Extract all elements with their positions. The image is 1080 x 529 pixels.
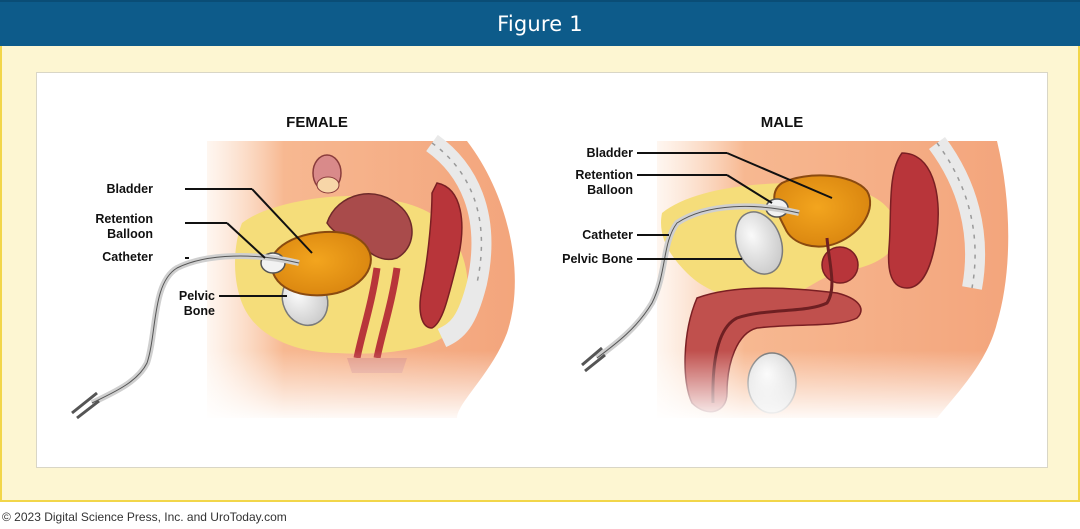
female-label-retention-1: Retention — [95, 212, 153, 226]
male-title: MALE — [761, 114, 804, 131]
male-label-pelvic-bone: Pelvic Bone — [562, 252, 633, 266]
female-title: FEMALE — [286, 114, 348, 131]
female-label-catheter: Catheter — [102, 250, 153, 264]
copyright-footer: © 2023 Digital Science Press, Inc. and U… — [2, 510, 287, 524]
figure-frame: FEMALE Bladder Retention Balloon Cathete… — [0, 46, 1080, 502]
male-label-catheter: Catheter — [582, 228, 633, 242]
female-label-pelvic-1: Pelvic — [179, 289, 215, 303]
anatomy-diagram: FEMALE Bladder Retention Balloon Cathete… — [71, 114, 1017, 423]
female-anatomy: FEMALE Bladder Retention Balloon Cathete… — [71, 114, 527, 423]
figure-title: Figure 1 — [497, 12, 583, 36]
female-label-pelvic-2: Bone — [184, 304, 215, 318]
male-label-retention-2: Balloon — [587, 183, 633, 197]
male-label-retention-1: Retention — [575, 168, 633, 182]
figure-header: Figure 1 — [0, 0, 1080, 46]
female-label-retention-2: Balloon — [107, 227, 153, 241]
diagram-panel: FEMALE Bladder Retention Balloon Cathete… — [36, 72, 1048, 468]
female-label-bladder: Bladder — [106, 182, 153, 196]
male-anatomy: MALE Bladder Retention Balloon Catheter … — [562, 114, 1017, 423]
male-label-bladder: Bladder — [586, 146, 633, 160]
